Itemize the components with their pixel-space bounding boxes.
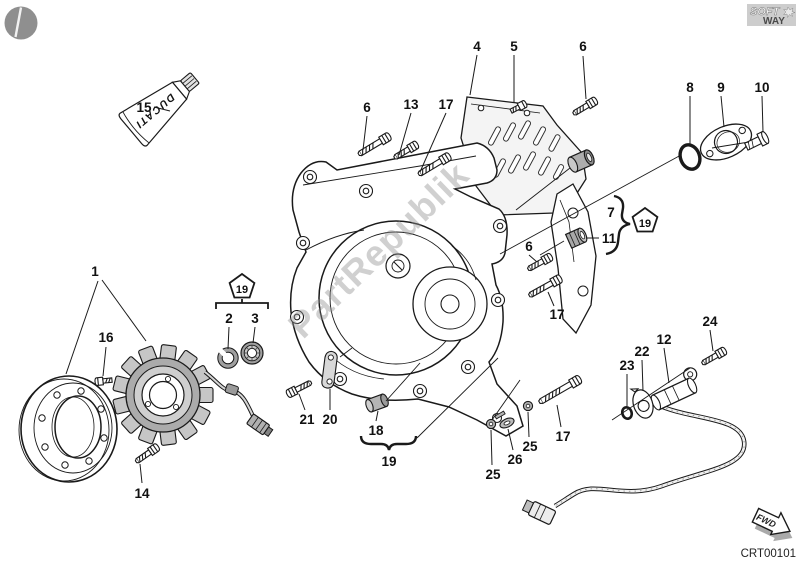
callout-12[interactable]: 12 — [656, 332, 671, 347]
callout-26[interactable]: 26 — [507, 452, 523, 467]
sealant-tube: DUCATI — [118, 72, 200, 147]
pentagon-19-right-text: 19 — [639, 218, 651, 230]
bolt-17-low — [536, 373, 584, 407]
exhaust-flange-9 — [699, 123, 753, 161]
callout-22[interactable]: 22 — [634, 344, 649, 359]
callout-25-upper[interactable]: 25 — [522, 439, 538, 454]
callout-17-low[interactable]: 17 — [555, 429, 570, 444]
callout-19-group[interactable]: 19 — [381, 454, 396, 469]
bearing-3 — [240, 341, 264, 365]
softway-logo-star — [782, 6, 796, 19]
callout-6-topleft[interactable]: 6 — [363, 100, 371, 115]
callout-4[interactable]: 4 — [473, 39, 481, 54]
callout-7[interactable]: 7 — [607, 205, 615, 220]
drawing-code: CRT00101 — [741, 548, 796, 560]
callout-8[interactable]: 8 — [686, 80, 694, 95]
callout-23[interactable]: 23 — [619, 358, 635, 373]
callout-11[interactable]: 11 — [602, 231, 617, 246]
stator — [112, 344, 214, 446]
clip-26 — [499, 417, 515, 429]
leader-lines — [65, 54, 764, 484]
callout-20[interactable]: 20 — [322, 412, 337, 427]
stator-cable — [203, 370, 274, 438]
stator-connector — [246, 413, 274, 438]
callout-14[interactable]: 14 — [134, 486, 150, 501]
cable-guide-20 — [321, 350, 338, 389]
pin-26-detail — [494, 410, 506, 420]
fwd-arrow-icon: FWD — [751, 507, 793, 542]
bushing-7 — [567, 149, 595, 173]
callout-25-lower[interactable]: 25 — [485, 467, 501, 482]
flange-22 — [629, 388, 654, 419]
softway-logo-way-text: WAY — [763, 16, 785, 27]
callout-17-top[interactable]: 17 — [438, 97, 453, 112]
sensor-connector — [521, 499, 556, 525]
circlip-2 — [217, 347, 239, 369]
callout-24[interactable]: 24 — [702, 314, 718, 329]
bolt-14 — [133, 442, 162, 466]
generator-cover — [289, 142, 524, 437]
spacer-18 — [365, 393, 389, 413]
pentagon-19-left-text: 19 — [236, 284, 248, 296]
sensor-12-body — [650, 367, 698, 411]
callout-9[interactable]: 9 — [717, 80, 725, 95]
oring-8 — [678, 143, 702, 171]
rear-bracket — [550, 183, 597, 335]
bolt-24 — [699, 345, 729, 368]
group-braces — [215, 194, 631, 451]
callout-3[interactable]: 3 — [251, 311, 259, 326]
callout-1[interactable]: 1 — [91, 264, 99, 279]
bolt-16 — [94, 375, 113, 387]
bolt-6-topleft — [355, 131, 393, 159]
callout-5[interactable]: 5 — [510, 39, 518, 54]
callout-6-topright[interactable]: 6 — [579, 39, 587, 54]
callout-6-midright[interactable]: 6 — [525, 239, 533, 254]
rotor-flywheel — [18, 375, 118, 483]
callout-16[interactable]: 16 — [98, 330, 114, 345]
callout-18[interactable]: 18 — [368, 423, 384, 438]
callout-10[interactable]: 10 — [754, 80, 769, 95]
washer-25-lower — [485, 418, 497, 430]
sensor-cable-12 — [521, 401, 747, 525]
screw-head-icon — [4, 6, 38, 40]
callout-21[interactable]: 21 — [299, 412, 315, 427]
bolt-6-topright — [570, 95, 600, 118]
callout-15[interactable]: 15 — [136, 100, 152, 115]
callout-13[interactable]: 13 — [403, 97, 419, 112]
softway-logo-soft-text: SOFT — [750, 6, 781, 18]
oring-23 — [620, 406, 634, 420]
callout-17-mid[interactable]: 17 — [549, 307, 564, 322]
softway-logo: SOFT WAY — [747, 4, 796, 27]
axis-lines — [339, 141, 750, 439]
callout-2[interactable]: 2 — [225, 311, 233, 326]
fitting-10 — [743, 130, 770, 151]
pentagon-19-left[interactable]: 19 — [228, 272, 256, 299]
heat-shield-plate — [460, 96, 587, 216]
bolt-17-mid — [526, 273, 564, 301]
pentagon-19-right[interactable]: 19 — [631, 206, 659, 233]
nut-11 — [564, 227, 588, 249]
washer-25-upper — [522, 400, 534, 412]
